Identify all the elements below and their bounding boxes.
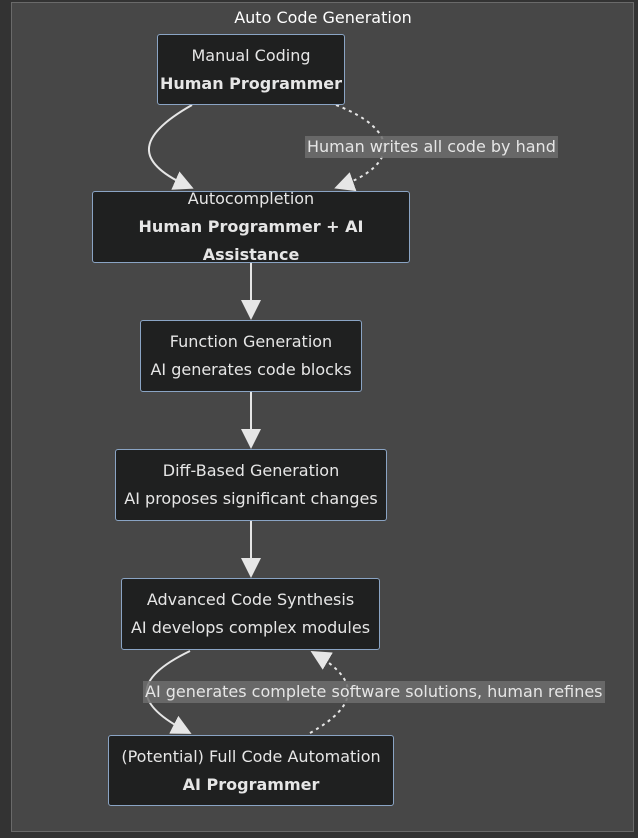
node-manual-coding: Manual Coding Human Programmer bbox=[157, 34, 345, 105]
node-title: Manual Coding bbox=[191, 45, 311, 65]
node-subtitle: AI Programmer bbox=[182, 774, 320, 794]
edge-manual-autocomplete-dotted bbox=[334, 104, 386, 192]
node-subtitle: AI generates code blocks bbox=[150, 360, 352, 379]
node-subtitle: Human Programmer bbox=[159, 73, 343, 93]
edge-manual-autocomplete bbox=[148, 104, 194, 190]
node-title: Advanced Code Synthesis bbox=[146, 590, 355, 609]
diagram-title: Auto Code Generation bbox=[234, 8, 412, 27]
node-autocompletion: Autocompletion Human Programmer + AI Ass… bbox=[92, 189, 410, 264]
node-advanced-code-synthesis: Advanced Code Synthesis AI develops comp… bbox=[121, 578, 380, 650]
node-title: Autocompletion bbox=[187, 189, 315, 208]
node-subtitle: AI proposes significant changes bbox=[124, 489, 378, 508]
node-title: Function Generation bbox=[169, 332, 333, 351]
node-subtitle: AI develops complex modules bbox=[130, 618, 371, 637]
edge-label-manual: Human writes all code by hand bbox=[305, 136, 558, 158]
edge-label-advanced: AI generates complete software solutions… bbox=[143, 681, 605, 703]
node-diff-based-generation: Diff-Based Generation AI proposes signif… bbox=[115, 449, 387, 521]
node-full-code-automation: (Potential) Full Code Automation AI Prog… bbox=[108, 735, 394, 806]
node-title: (Potential) Full Code Automation bbox=[121, 746, 381, 766]
node-title: Diff-Based Generation bbox=[162, 461, 340, 480]
node-subtitle: Human Programmer + AI Assistance bbox=[138, 217, 364, 264]
node-function-generation: Function Generation AI generates code bl… bbox=[140, 320, 362, 392]
